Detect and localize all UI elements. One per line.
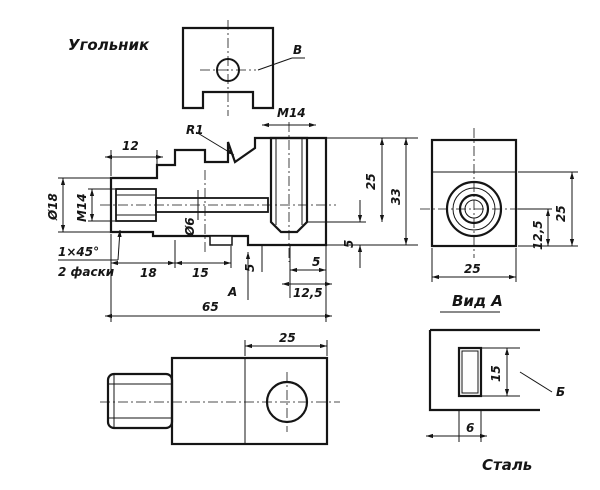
dim-m14-left: M14	[75, 193, 89, 222]
slot-dim-15: 15	[489, 365, 503, 382]
label-b-small: Б	[556, 385, 565, 399]
dim-d18: Ø18	[46, 193, 60, 221]
dim-25-v: 25	[364, 173, 378, 190]
label-b-cyr: В	[293, 43, 302, 57]
dim-12-5-bottom: 12,5	[293, 286, 323, 300]
label-a-arrow: А	[227, 285, 237, 299]
side-dim-12-5: 12,5	[531, 220, 545, 250]
dim-5-b: 5	[312, 255, 320, 269]
plan-dim-25: 25	[279, 331, 296, 345]
part-name-caption: Угольник	[68, 36, 150, 54]
plan-view	[100, 356, 340, 446]
dim-15: 15	[192, 266, 209, 280]
side-dim-25-v: 25	[554, 205, 568, 222]
dim-r1: R1	[186, 123, 204, 137]
front-section-view	[100, 122, 336, 262]
dim-d6: Ø6	[183, 217, 197, 237]
chamfer-note: 1×45°	[58, 245, 99, 259]
slot-detail-view	[428, 328, 553, 412]
dim-33: 33	[389, 188, 403, 205]
dim-18: 18	[140, 266, 157, 280]
dim-12: 12	[122, 139, 139, 153]
side-dim-25-h: 25	[464, 262, 481, 276]
material-caption: Сталь	[482, 456, 532, 474]
chamfer-count: 2 фаски	[58, 265, 115, 279]
dim-5-c: 5	[342, 240, 356, 248]
top-section-view: В	[181, 20, 305, 116]
view-a-caption: Вид А	[452, 292, 503, 310]
dim-65: 65	[202, 300, 219, 314]
dim-m14-top: M14	[277, 106, 306, 120]
dim-5-a: 5	[243, 264, 257, 272]
side-view-a	[420, 128, 530, 258]
slot-dim-6: 6	[466, 421, 474, 435]
